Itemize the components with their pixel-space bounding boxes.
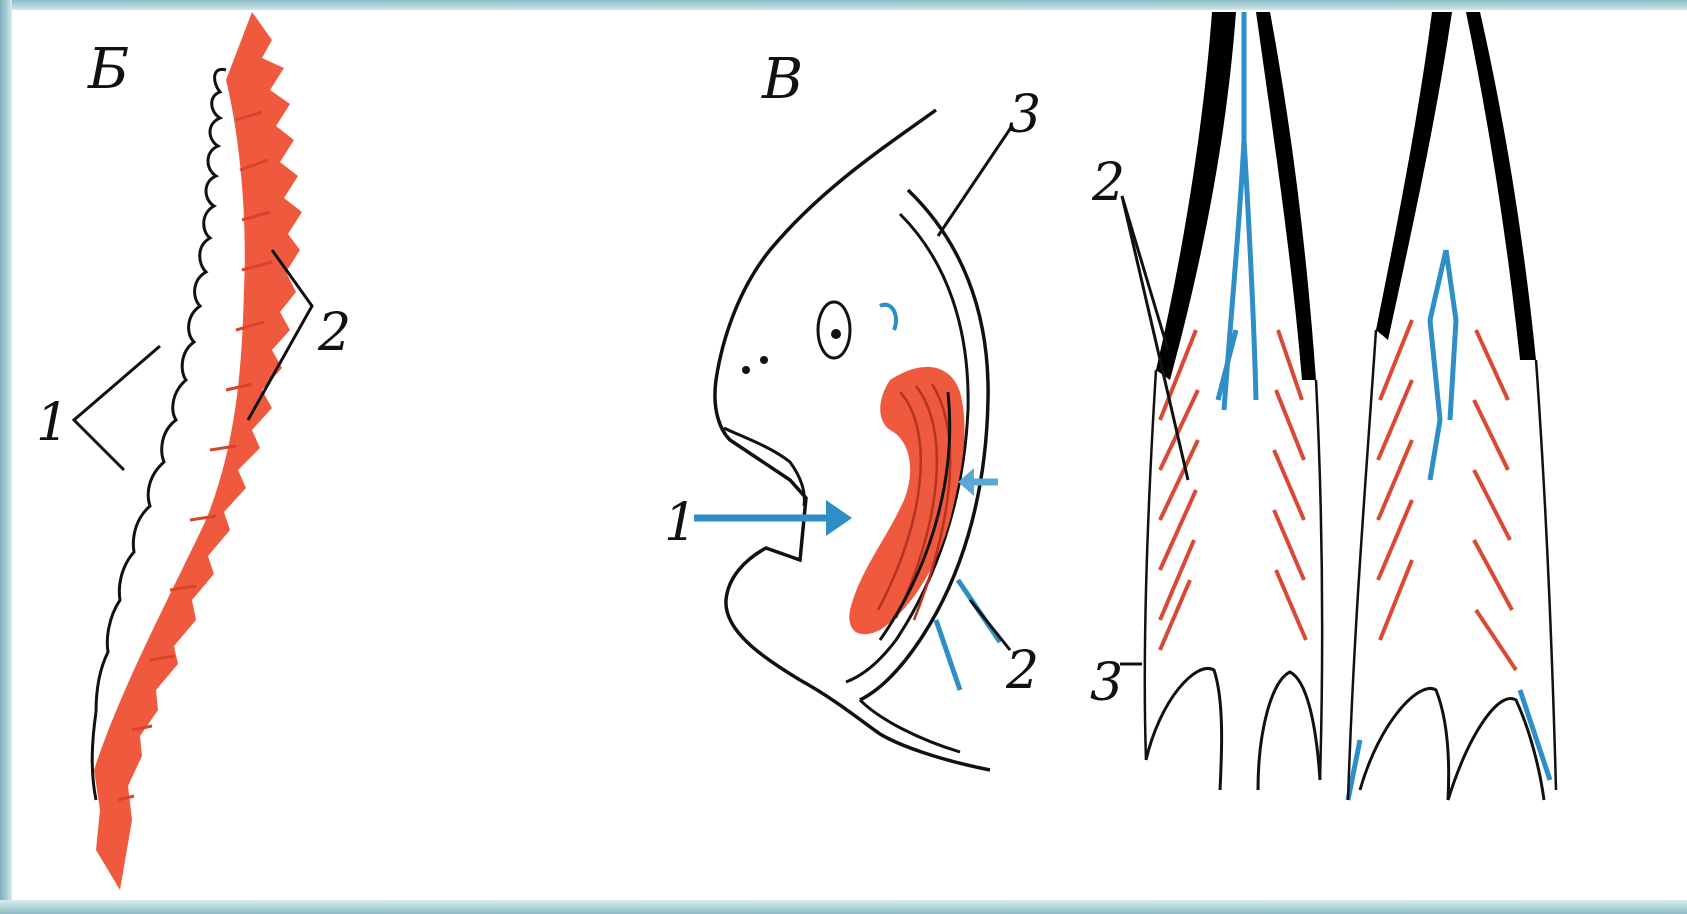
panel-b-letter: Б [87, 37, 129, 102]
gill-filament [94, 12, 302, 890]
background-frame-bottom [0, 900, 1687, 914]
operculum-rear [858, 698, 961, 754]
filament-wavy-edge [94, 67, 227, 713]
panel-v: В [664, 47, 1041, 772]
label-g-3: 3 [1090, 653, 1123, 713]
nostril [760, 356, 768, 364]
label-g-2: 2 [1091, 153, 1125, 213]
label-v-1: 1 [664, 493, 697, 553]
water-in-arrowhead [826, 500, 852, 536]
cartilage-left-b [1256, 12, 1316, 380]
label-v-3: 3 [1008, 85, 1041, 145]
label-b-1: 1 [36, 393, 69, 453]
bracket-2 [246, 249, 314, 421]
label-b-2: 2 [317, 303, 351, 363]
gill-arches [876, 383, 952, 621]
cartilage-right-a [1376, 12, 1452, 340]
label-v-2-leader [968, 599, 1012, 651]
operculum-outer [859, 188, 990, 702]
nostril [742, 366, 750, 374]
panel-v-letter: В [761, 47, 803, 112]
blue-hook [879, 302, 899, 331]
label-v-2: 2 [1005, 641, 1039, 701]
label-g-2-leader-a [1120, 195, 1170, 351]
label-g-2-leader-b [1120, 195, 1190, 481]
panel-b: Б 1 2 [36, 12, 351, 890]
gill-arch-line [878, 391, 952, 641]
fish-eye [816, 300, 852, 360]
fish-pupil [831, 329, 841, 339]
arch-curves [1144, 667, 1546, 801]
water-arrow-right-head [958, 468, 974, 496]
filament-stripes [117, 110, 273, 802]
background-frame-top [0, 0, 1687, 10]
bracket-1 [71, 344, 161, 472]
red-lamellae [1158, 319, 1518, 672]
cartilage-left-a [1156, 12, 1236, 380]
blue-vessels [1215, 12, 1553, 801]
fish-lower-jaw [723, 426, 806, 507]
operculum-inner [845, 212, 970, 684]
fish-head-outline [713, 108, 991, 772]
filament-base-edge [90, 711, 98, 801]
label-v-3-leader [936, 125, 1014, 237]
cartilage-right-b [1466, 12, 1536, 360]
panel-g: 2 3 [1090, 12, 1558, 801]
arch-outlines [1143, 329, 1558, 801]
background-frame-left [0, 0, 12, 914]
